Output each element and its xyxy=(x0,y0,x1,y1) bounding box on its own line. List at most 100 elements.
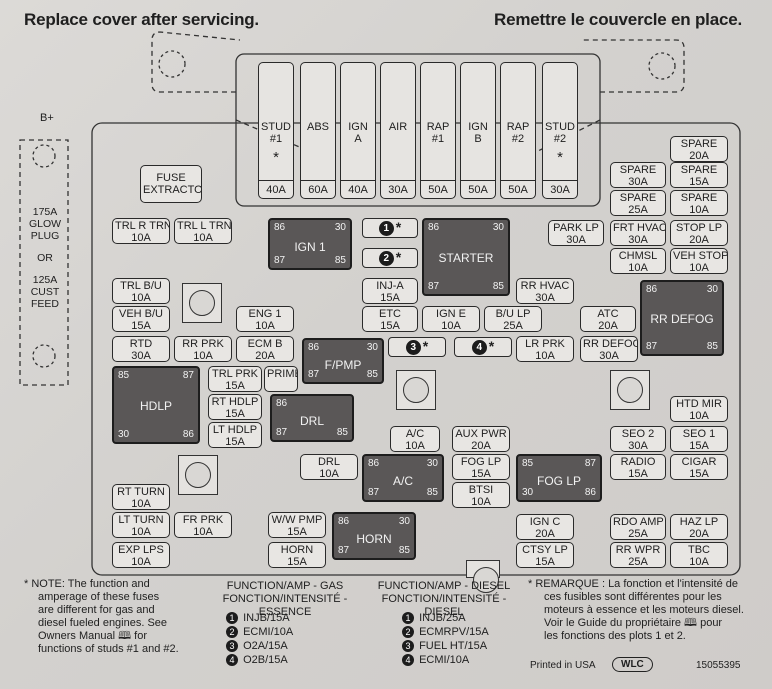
fuse-name: ECM B xyxy=(247,338,283,350)
fuse-name: ATC xyxy=(597,308,619,320)
header-right: Remettre le couvercle en place. xyxy=(494,10,742,29)
relay-pin: 87 xyxy=(368,487,380,498)
relay-pin: 87 xyxy=(646,341,658,352)
relay-pin: 86 xyxy=(308,342,320,353)
fuse-name: TBC xyxy=(688,544,710,556)
fuse-name: AUX PWR xyxy=(455,428,507,440)
function-text: O2B/15A xyxy=(243,654,288,666)
numbered-relay-1: 1* xyxy=(362,218,418,238)
relay-pin: 87 xyxy=(338,545,350,556)
fuse-amp: 15A xyxy=(225,436,245,448)
maxi-fuse-amp: 50A xyxy=(421,180,455,196)
fuse-amp: 15A xyxy=(287,526,307,538)
fuse-name: FRT HVAC xyxy=(613,222,666,234)
number-badge: 2 xyxy=(226,626,238,639)
numbered-relay-3: 3* xyxy=(388,337,446,357)
relay-pin: 85 xyxy=(706,341,718,352)
relay-pin: 85 xyxy=(522,458,534,469)
fuse-name: SPARE xyxy=(680,164,718,176)
function-text: O2A/15A xyxy=(243,640,288,652)
b-plus-label: B+ xyxy=(40,112,54,124)
function-gas-item: 4 O2B/15A xyxy=(226,654,288,667)
relay-pin: 87 xyxy=(274,255,286,266)
fuse-amp: 15A xyxy=(380,320,400,332)
maxi-fuse: RAP #2 50A xyxy=(500,62,536,199)
fuse-amp: 10A xyxy=(471,496,491,508)
fuse-name: RDO AMP xyxy=(613,516,664,528)
maxi-fuse: RAP #1 50A xyxy=(420,62,456,199)
fuse-amp: 15A xyxy=(689,176,709,188)
fuse-amp: 10A xyxy=(193,350,213,362)
fuse-name: W/W PMP xyxy=(271,514,323,526)
relay-name: A/C xyxy=(392,474,413,489)
relay-pin: 86 xyxy=(428,222,440,233)
relay-pin: 86 xyxy=(368,458,380,469)
maxi-fuse: STUD #1 * 40A xyxy=(258,62,294,199)
fuse-name: LR PRK xyxy=(525,338,565,350)
maxi-fuse-amp: 30A xyxy=(543,180,577,196)
fuse-name: RADIO xyxy=(620,456,656,468)
relay-pin: 86 xyxy=(182,429,194,440)
relay-name: IGN 1 xyxy=(294,240,326,255)
numbered-relay-4: 4* xyxy=(454,337,512,357)
fuse-amp: 10A xyxy=(131,526,151,538)
fuse-name: HAZ LP xyxy=(679,516,719,528)
screw-pad xyxy=(466,560,500,593)
relay-pin: 30 xyxy=(398,516,410,527)
fuse-amp: 25A xyxy=(628,528,648,540)
note-french: * REMARQUE : La fonction et l'intensité … xyxy=(528,578,744,642)
maxi-fuse-star: * xyxy=(557,149,563,166)
fuse-amp: 15A xyxy=(287,556,307,568)
fuse-name: SPARE xyxy=(680,138,718,150)
fuse-amp: 15A xyxy=(689,440,709,452)
fuse-amp: 30A xyxy=(131,350,151,362)
function-gas-item: 3 O2A/15A xyxy=(226,640,288,653)
fuse-amp: 10A xyxy=(131,556,151,568)
function-text: ECMI/10A xyxy=(243,626,294,638)
fuse-amp: 20A xyxy=(471,440,491,452)
maxi-fuse-star: * xyxy=(273,149,279,166)
fuse-amp: 25A xyxy=(503,320,523,332)
relay-pin: 86 xyxy=(276,398,288,409)
maxi-fuse: IGN A 40A xyxy=(340,62,376,199)
printed-in-usa: Printed in USA xyxy=(530,660,596,671)
fuse-name: SEO 2 xyxy=(621,428,655,440)
fuse-amp: 25A xyxy=(628,204,648,216)
fuse-amp: 10A xyxy=(689,556,709,568)
fuse-name: BTSI xyxy=(468,484,494,496)
fuse-name: TRL PRK xyxy=(211,368,259,380)
fuse-name: VEH STOP xyxy=(673,250,728,262)
fuse-amp: 10A xyxy=(441,320,461,332)
number-badge: 1 xyxy=(402,612,414,625)
relay-pin: 87 xyxy=(182,370,194,381)
fuse-amp: 25A xyxy=(628,556,648,568)
screw-pad xyxy=(182,283,222,323)
book-icon: 🕮 xyxy=(118,630,132,642)
relay-pin: 85 xyxy=(398,545,410,556)
relay-pin: 30 xyxy=(522,487,534,498)
function-diesel-item: 3 FUEL HT/15A xyxy=(402,640,488,653)
function-text: ECMRPV/15A xyxy=(419,626,489,638)
fuse-amp: 15A xyxy=(225,380,245,392)
function-text: FUEL HT/15A xyxy=(419,640,488,652)
fuse-name: FOG LP xyxy=(460,456,502,468)
